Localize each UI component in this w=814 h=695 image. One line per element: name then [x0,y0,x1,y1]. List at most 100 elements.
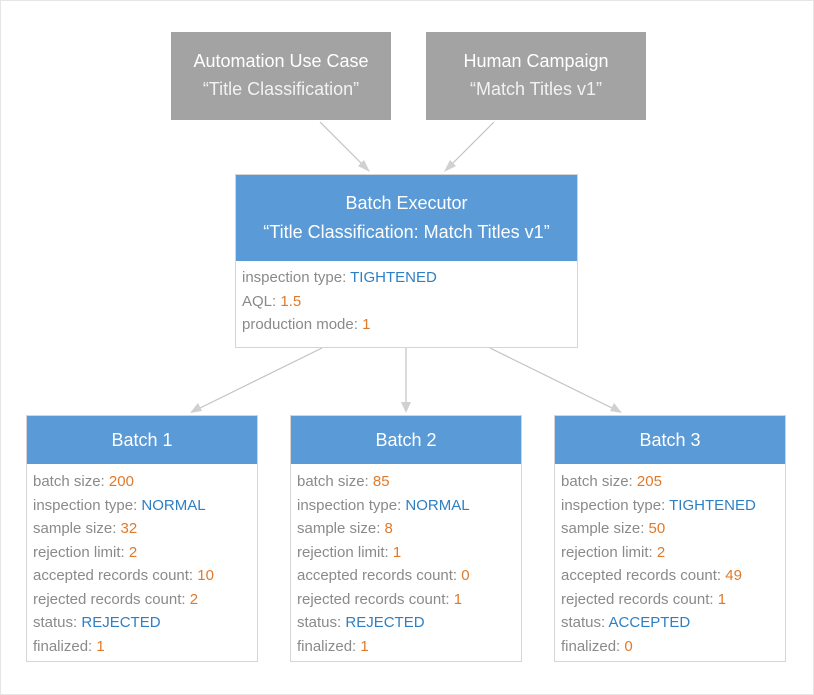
source-subtitle: “Title Classification” [202,79,360,99]
prop-label: sample size: [33,520,117,537]
batch-properties: batch size: 85 inspection type: NORMAL s… [291,464,521,664]
prop-accepted-records-count: accepted records count: 10 [33,564,251,588]
prop-label: inspection type: [242,269,347,286]
prop-value: 50 [648,520,666,537]
executor-prop-production-mode: production mode: 1 [242,313,571,337]
prop-label: rejected records count: [297,590,450,608]
prop-finalized: finalized: 1 [297,635,515,659]
prop-label: AQL: [242,292,277,310]
source-subtitle: “Match Titles v1” [469,79,603,99]
prop-value: 2 [189,590,199,608]
prop-sample-size: sample size: 8 [297,517,515,541]
prop-value: 1 [392,543,402,561]
prop-value: REJECTED [81,614,161,631]
prop-label: rejected records count: [561,590,714,608]
prop-value: 32 [120,520,138,537]
prop-value: 10 [197,567,214,584]
prop-label: rejection limit: [297,543,389,561]
prop-value: 8 [384,520,393,537]
prop-label: inspection type: [561,496,666,514]
batch-title: Batch 2 [291,416,521,464]
prop-value: NORMAL [405,496,470,514]
prop-value: 1 [362,316,371,333]
source-title: Automation Use Case [193,51,369,71]
prop-label: finalized: [33,637,93,655]
arrowhead-icon [358,160,370,172]
prop-value: ACCEPTED [608,614,691,631]
prop-label: accepted records count: [33,567,194,584]
edge-executor-to-batch3 [489,347,617,411]
edge-executor-to-batch1 [195,347,323,411]
arrowhead-icon [190,403,202,413]
executor-prop-inspection-type: inspection type: TIGHTENED [242,266,571,290]
prop-value: 1 [717,590,727,608]
batch-title: Batch 3 [555,416,785,464]
edge-automation-to-executor [319,121,367,169]
prop-accepted-records-count: accepted records count: 0 [297,564,515,588]
prop-label: production mode: [242,316,358,333]
prop-status: status: REJECTED [33,611,251,635]
prop-status: status: REJECTED [297,611,515,635]
executor-subtitle: “Title Classification: Match Titles v1” [263,222,550,242]
batch-title: Batch 1 [27,416,257,464]
prop-value: TIGHTENED [350,269,437,286]
prop-value: NORMAL [141,496,206,514]
prop-rejection-limit: rejection limit: 1 [297,541,515,565]
executor-prop-aql: AQL: 1.5 [242,290,571,314]
prop-finalized: finalized: 0 [561,635,779,659]
arrowhead-icon [444,160,456,172]
prop-label: rejection limit: [33,543,125,561]
prop-label: finalized: [297,637,357,655]
prop-batch-size: batch size: 85 [297,470,515,494]
prop-value: REJECTED [345,614,425,631]
prop-value: 2 [656,543,666,561]
batch-1-node: Batch 1 batch size: 200 inspection type:… [26,415,258,662]
prop-label: sample size: [297,520,381,537]
prop-rejected-records-count: rejected records count: 1 [297,588,515,612]
prop-value: 49 [725,567,742,584]
prop-label: status: [297,614,342,631]
prop-label: batch size: [33,473,105,490]
batch-3-node: Batch 3 batch size: 205 inspection type:… [554,415,786,662]
prop-accepted-records-count: accepted records count: 49 [561,564,779,588]
batch-properties: batch size: 200 inspection type: NORMAL … [27,464,257,664]
prop-value: 0 [624,637,633,655]
batch-executor-node: Batch Executor “Title Classification: Ma… [235,174,578,348]
prop-inspection-type: inspection type: NORMAL [297,494,515,518]
prop-label: inspection type: [297,496,402,514]
prop-value: 2 [128,543,138,561]
prop-inspection-type: inspection type: TIGHTENED [561,494,779,518]
prop-label: batch size: [561,473,633,490]
source-title: Human Campaign [463,51,609,71]
executor-properties: inspection type: TIGHTENED AQL: 1.5 prod… [236,261,577,342]
prop-value: 1 [360,637,369,655]
prop-value: 1 [96,637,105,655]
executor-title: Batch Executor [345,193,468,213]
prop-value: 200 [108,473,134,490]
prop-label: finalized: [561,637,621,655]
prop-rejection-limit: rejection limit: 2 [561,541,779,565]
prop-batch-size: batch size: 200 [33,470,251,494]
prop-label: inspection type: [33,496,138,514]
prop-label: status: [33,614,78,631]
prop-rejection-limit: rejection limit: 2 [33,541,251,565]
prop-rejected-records-count: rejected records count: 2 [33,588,251,612]
prop-value: 85 [372,473,390,490]
source-human-campaign: Human Campaign “Match Titles v1” [426,32,646,120]
prop-sample-size: sample size: 32 [33,517,251,541]
prop-rejected-records-count: rejected records count: 1 [561,588,779,612]
prop-finalized: finalized: 1 [33,635,251,659]
prop-label: accepted records count: [561,567,722,584]
prop-status: status: ACCEPTED [561,611,779,635]
prop-label: sample size: [561,520,645,537]
prop-value: 205 [636,473,662,490]
prop-label: batch size: [297,473,369,490]
prop-label: status: [561,614,606,631]
prop-value: 1.5 [280,292,302,310]
prop-sample-size: sample size: 50 [561,517,779,541]
batch-2-node: Batch 2 batch size: 85 inspection type: … [290,415,522,662]
executor-header: Batch Executor “Title Classification: Ma… [236,175,577,261]
prop-inspection-type: inspection type: NORMAL [33,494,251,518]
edge-campaign-to-executor [447,121,495,169]
